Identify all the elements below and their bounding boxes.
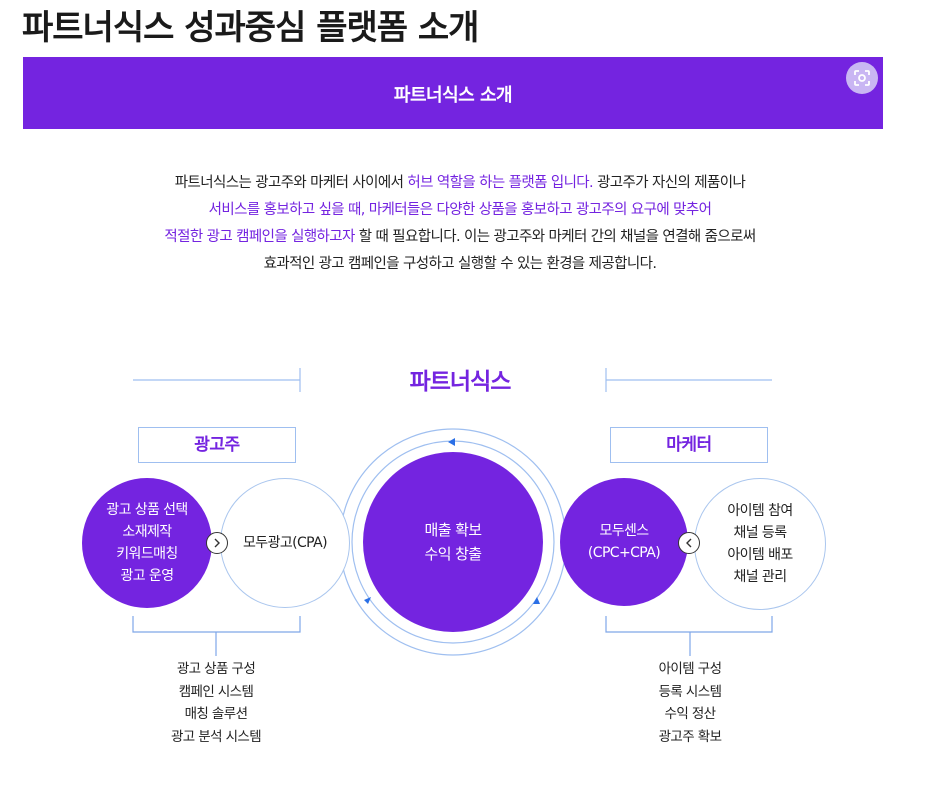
marketer-service-text: 모두센스 (CPC+CPA) <box>587 523 661 561</box>
intro-banner: 파트너식스 소개 <box>23 57 883 129</box>
intro-line-3: 적절한 광고 캠페인을 실행하고자 할 때 필요합니다. 이는 광고주와 마케터… <box>60 224 860 251</box>
intro-line-1-highlight: 허브 역할을 하는 플랫폼 입니다. <box>407 175 594 191</box>
diagram-brand-title: 파트너식스 <box>409 369 512 395</box>
advertiser-feature-list: 광고 상품 구성 캠페인 시스템 매칭 솔루션 광고 분석 시스템 <box>136 658 296 748</box>
marketer-task-circle: 아이템 참여 채널 등록 아이템 배포 채널 관리 <box>694 478 826 610</box>
center-circle: 매출 확보 수익 창출 <box>363 452 543 632</box>
intro-line-3-post: 할 때 필요합니다. 이는 광고주와 마케터 간의 채널을 연결해 줌으로써 <box>354 229 756 245</box>
intro-line-1-post: 광고주가 자신의 제품이나 <box>593 175 746 191</box>
chevron-left-icon <box>686 538 692 548</box>
list-item: 광고 상품 구성 <box>176 661 256 677</box>
marketer-service-circle: 모두센스 (CPC+CPA) <box>560 478 688 606</box>
chevron-right-icon <box>214 538 220 548</box>
intro-line-1: 파트너식스는 광고주와 마케터 사이에서 허브 역할을 하는 플랫폼 입니다. … <box>60 170 860 197</box>
list-item: 광고주 확보 <box>658 728 722 745</box>
advertiser-task-text: 광고 상품 선택 소재제작 키워드매칭 광고 운영 <box>106 502 188 584</box>
list-item: 등록 시스템 <box>658 683 722 700</box>
intro-line-2-highlight: 서비스를 홍보하고 싶을 때, 마케터들은 다양한 상품을 홍보하고 광고주의 … <box>208 202 712 218</box>
list-item: 수익 정산 <box>664 706 717 722</box>
lens-search-icon <box>854 70 870 86</box>
lens-search-button[interactable] <box>846 62 878 94</box>
list-item: 매칭 솔루션 <box>184 706 248 722</box>
advertiser-service-circle: 모두광고(CPA) <box>220 478 350 608</box>
advertiser-service-text: 모두광고(CPA) <box>243 535 328 551</box>
marketer-task-text: 아이템 참여 채널 등록 아이템 배포 채널 관리 <box>727 503 793 585</box>
intro-line-4: 효과적인 광고 캠페인을 구성하고 실행할 수 있는 환경을 제공합니다. <box>263 256 657 272</box>
advertiser-label: 광고주 <box>138 427 296 463</box>
intro-text: 파트너식스는 광고주와 마케터 사이에서 허브 역할을 하는 플랫폼 입니다. … <box>60 170 860 278</box>
intro-line-2: 서비스를 홍보하고 싶을 때, 마케터들은 다양한 상품을 홍보하고 광고주의 … <box>60 197 860 224</box>
page-title: 파트너식스 성과중심 플랫폼 소개 <box>22 8 479 48</box>
intro-line-1-pre: 파트너식스는 광고주와 마케터 사이에서 <box>174 175 408 191</box>
advertiser-bracket <box>132 616 301 633</box>
advertiser-arrow <box>206 532 228 554</box>
ring-arrow-top <box>448 438 455 446</box>
ring-arrow-right <box>533 597 540 604</box>
list-item: 광고 분석 시스템 <box>170 728 262 745</box>
advertiser-task-circle: 광고 상품 선택 소재제작 키워드매칭 광고 운영 <box>82 478 212 608</box>
intro-line-3-highlight: 적절한 광고 캠페인을 실행하고자 <box>164 229 355 245</box>
list-item: 캠페인 시스템 <box>178 683 254 700</box>
ring-arrow-left <box>364 597 371 604</box>
marketer-label: 마케터 <box>610 427 768 463</box>
list-item: 아이템 구성 <box>658 661 722 677</box>
marketer-arrow <box>678 532 700 554</box>
marketer-bracket <box>605 616 773 633</box>
center-circle-text: 매출 확보 수익 창출 <box>424 521 483 563</box>
banner-title: 파트너식스 소개 <box>393 85 513 106</box>
marketer-feature-list: 아이템 구성 등록 시스템 수익 정산 광고주 확보 <box>610 658 770 748</box>
